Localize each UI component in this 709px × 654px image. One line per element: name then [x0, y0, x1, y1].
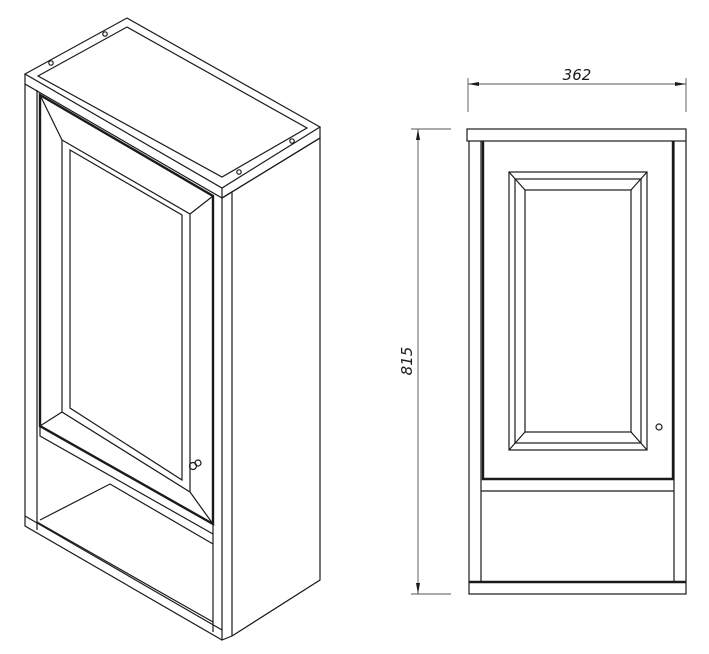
front-view — [466, 128, 687, 595]
bottom-panel — [468, 581, 687, 595]
width-dimension: 362 — [467, 66, 687, 112]
height-dimension: 815 — [398, 128, 451, 595]
right-side-panel — [221, 136, 321, 641]
door-raised-panel — [508, 171, 648, 451]
height-label: 815 — [398, 347, 416, 376]
door[interactable] — [38, 92, 215, 527]
left-side-panel — [24, 84, 223, 641]
top-panel — [23, 17, 322, 189]
door-raised-panel — [61, 138, 191, 494]
door-knob-icon[interactable] — [655, 423, 663, 431]
isometric-view — [23, 17, 322, 641]
open-shelf — [24, 426, 223, 631]
top-panel — [466, 128, 687, 142]
screw-holes — [48, 31, 295, 175]
top-panel-inset — [36, 26, 309, 178]
door-knob-icon[interactable] — [188, 459, 202, 471]
width-label: 362 — [563, 66, 592, 84]
door[interactable] — [481, 141, 675, 481]
